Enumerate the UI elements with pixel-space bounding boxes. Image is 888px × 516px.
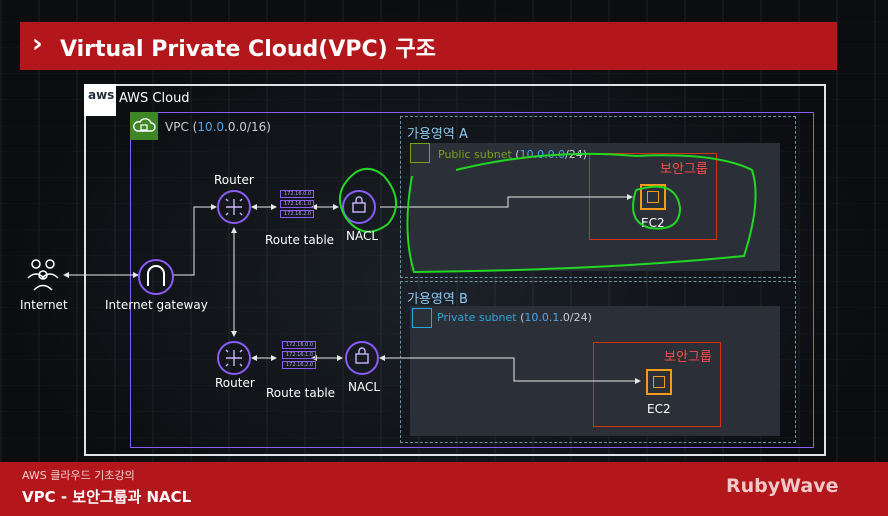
igw-router-link [172,204,217,276]
security-group-b [593,342,721,427]
router-top-label: Router [214,173,254,187]
aws-cloud-label: AWS Cloud [119,91,190,106]
private-subnet-lock-icon [412,308,432,328]
brand-logo: RubyWave [726,475,839,497]
ec2-highlight-circle [632,185,682,230]
ec2-a-icon [640,184,666,210]
ec2-b-icon [646,369,672,395]
private-subnet-cidr: 10.0.1 [524,311,560,324]
public-subnet-highlight [406,152,757,274]
footer-bar [0,462,888,516]
route-row: 172.16.0.0 [280,190,314,198]
router-bottom-label: Router [215,376,255,390]
nacl-top-label: NACL [346,229,379,243]
vpc-label: VPC (10.0.0.0/16) [165,120,271,134]
lecture-title: VPC - 보안그룹과 NACL [22,488,192,506]
page-title: Virtual Private Cloud(VPC) 구조 [60,37,436,62]
router-bottom-icon [217,341,251,375]
security-group-b-label: 보안그룹 [664,350,712,365]
aws-cloud-boundary [84,84,826,456]
private-subnet-label: Private subnet (10.0.1.0/24) [437,311,592,324]
vpc-label-suffix: .0.0/16) [224,120,271,134]
nacl-bottom-icon [345,341,379,375]
nacl-ec2-b-link [379,355,641,384]
vpc-label-prefix: VPC ( [165,120,198,134]
route-row: 172.16.1.0 [280,200,314,208]
security-group-a-label: 보안그룹 [660,162,708,177]
vpc-cloud-glyph [133,118,156,132]
route-row: 172.16.1.0 [282,351,316,359]
ec2-b-label: EC2 [647,402,671,416]
internet-gateway-icon [138,259,174,295]
aws-logo-icon: aws [84,84,116,116]
public-subnet-lock-icon [410,143,430,163]
course-title: AWS 클라우드 기초강의 [22,469,135,482]
private-subnet-cidr-close: .0/24) [559,311,592,324]
aws-logo-text: aws [88,88,115,102]
chevron-right-icon: › [32,29,43,59]
vpc-cloud-icon [130,112,158,140]
title-bar: › Virtual Private Cloud(VPC) 구조 [20,22,837,70]
public-subnet-name: Public subnet [438,148,512,161]
green-annotation [338,152,757,274]
public-subnet-cidr-open: ( [515,148,520,161]
nacl-bottom-label: NACL [348,380,381,394]
private-subnet-name: Private subnet [437,311,517,324]
private-subnet-cidr-open: ( [520,311,525,324]
internet-label: Internet [20,298,68,312]
nacl-ec2-a-link [380,194,633,208]
route-row: 172.16.2.0 [282,361,316,369]
route-row: 172.16.2.0 [280,210,314,218]
nacl-top-icon [342,190,376,224]
route-table-bottom-icon: 172.16.0.0 172.16.1.0 172.16.2.0 [282,341,316,371]
route-table-top-label: Route table [265,233,335,247]
availability-zone-b-label: 가용영역 B [407,292,468,307]
nacl-highlight-circle [338,167,397,233]
availability-zone-a [400,116,796,278]
route-table-bottom-label: Route table [266,386,336,400]
router-top-icon [217,190,251,224]
internet-gateway-label: Internet gateway [105,298,208,312]
route-table-top-icon: 172.16.0.0 172.16.1.0 172.16.2.0 [280,190,314,220]
vpc-cidr: 10.0 [197,120,225,134]
vpc-boundary [130,112,814,448]
availability-zone-a-label: 가용영역 A [407,127,468,142]
route-row: 172.16.0.0 [282,341,316,349]
internet-users-icon [27,259,59,291]
